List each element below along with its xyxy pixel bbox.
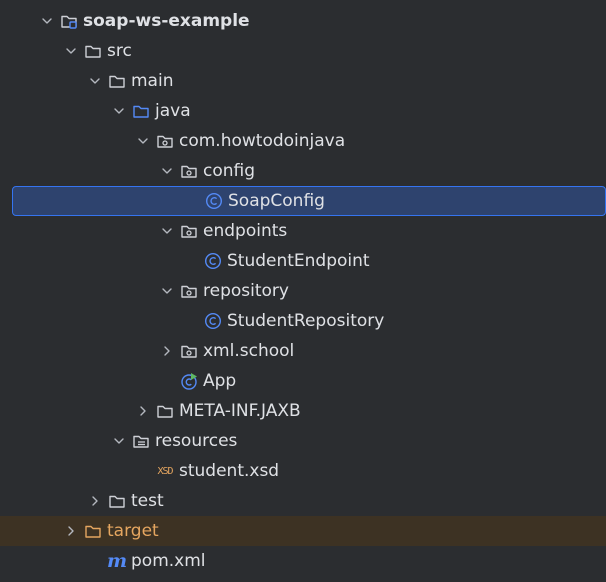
maven-file-icon: m (106, 550, 128, 572)
chevron-down-icon[interactable] (160, 224, 174, 238)
tree-item-label: StudentEndpoint (227, 251, 370, 271)
tree-item-label: StudentRepository (227, 311, 385, 331)
tree-item-label: src (107, 41, 132, 61)
tree-item-test[interactable]: test (0, 486, 606, 516)
tree-item-label: endpoints (203, 221, 288, 241)
source-folder-icon (132, 102, 150, 120)
chevron-down-icon[interactable] (160, 284, 174, 298)
tree-item-label: java (155, 101, 191, 121)
tree-item-label: soap-ws-example (83, 11, 250, 31)
package-icon (180, 162, 198, 180)
excluded-folder-icon (84, 522, 102, 540)
package-icon (180, 222, 198, 240)
tree-item-endpoints[interactable]: endpoints (0, 216, 606, 246)
tree-item-student-xsd[interactable]: XSD student.xsd (0, 456, 606, 486)
tree-item-label: test (131, 491, 164, 511)
chevron-right-icon[interactable] (136, 404, 150, 418)
package-icon (180, 282, 198, 300)
xsd-file-icon: XSD (157, 465, 173, 477)
java-class-icon (204, 252, 222, 270)
package-icon (180, 342, 198, 360)
tree-item-label: resources (155, 431, 238, 451)
tree-item-label: config (203, 161, 256, 181)
chevron-down-icon[interactable] (112, 104, 126, 118)
tree-item-label: target (107, 521, 159, 541)
tree-item-label: META-INF.JAXB (179, 401, 301, 421)
chevron-down-icon[interactable] (88, 74, 102, 88)
tree-item-soapconfig[interactable]: SoapConfig (12, 186, 606, 216)
tree-item-target[interactable]: target (0, 516, 606, 546)
chevron-right-icon[interactable] (88, 494, 102, 508)
package-icon (156, 132, 174, 150)
tree-item-main[interactable]: main (0, 66, 606, 96)
module-folder-icon (60, 12, 78, 30)
tree-item-label: App (203, 371, 237, 391)
tree-item-repository[interactable]: repository (0, 276, 606, 306)
tree-item-label: xml.school (203, 341, 295, 361)
java-class-icon (205, 192, 223, 210)
tree-item-label: repository (203, 281, 289, 301)
tree-item-label: com.howtodoinjava (179, 131, 346, 151)
spring-boot-app-icon (180, 372, 198, 390)
chevron-right-icon[interactable] (160, 344, 174, 358)
tree-item-studentrepository[interactable]: StudentRepository (0, 306, 606, 336)
tree-item-label: student.xsd (179, 461, 280, 481)
tree-item-studentendpoint[interactable]: StudentEndpoint (0, 246, 606, 276)
resources-folder-icon (132, 432, 150, 450)
tree-item-label: pom.xml (131, 551, 206, 571)
tree-item-label: main (131, 71, 174, 91)
tree-item-src[interactable]: src (0, 36, 606, 66)
chevron-down-icon[interactable] (136, 134, 150, 148)
folder-icon (84, 42, 102, 60)
folder-icon (108, 492, 126, 510)
tree-item-java[interactable]: java (0, 96, 606, 126)
tree-item-soap-ws-example[interactable]: soap-ws-example (0, 6, 606, 36)
tree-item-config[interactable]: config (0, 156, 606, 186)
java-class-icon (204, 312, 222, 330)
chevron-down-icon[interactable] (160, 164, 174, 178)
tree-item-app[interactable]: App (0, 366, 606, 396)
tree-item-resources[interactable]: resources (0, 426, 606, 456)
chevron-down-icon[interactable] (64, 44, 78, 58)
tree-item-com-howtodoinjava[interactable]: com.howtodoinjava (0, 126, 606, 156)
tree-item-xml-school[interactable]: xml.school (0, 336, 606, 366)
tree-item-meta-inf-jaxb[interactable]: META-INF.JAXB (0, 396, 606, 426)
tree-item-label: SoapConfig (228, 191, 325, 211)
chevron-right-icon[interactable] (64, 524, 78, 538)
folder-icon (156, 402, 174, 420)
folder-icon (108, 72, 126, 90)
chevron-down-icon[interactable] (40, 14, 54, 28)
chevron-down-icon[interactable] (112, 434, 126, 448)
